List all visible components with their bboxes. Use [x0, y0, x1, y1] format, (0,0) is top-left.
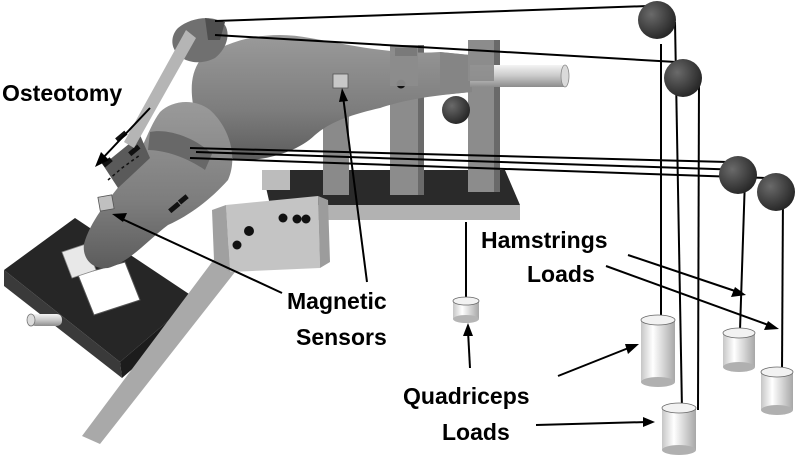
tibia-bone [83, 101, 233, 269]
hamstrings-weight-2 [760, 366, 794, 415]
quadriceps-strut [124, 30, 196, 148]
small-weight [452, 296, 480, 323]
pulley-ham-lower [757, 173, 795, 211]
label-quadriceps-line1: Quadriceps [403, 383, 530, 409]
label-osteotomy: Osteotomy [2, 80, 122, 106]
pulley-quad-upper [638, 1, 676, 39]
hinge-bracket [212, 196, 330, 272]
femur-clamp-posts [390, 41, 494, 86]
hamstrings-weight-1 [722, 327, 756, 372]
quadriceps-weight-upper [640, 314, 676, 387]
annotation-arrows [95, 88, 779, 427]
cables [189, 5, 784, 411]
label-hamstrings-line2: Loads [527, 261, 595, 287]
pulleys [638, 1, 795, 211]
pulley-ham-upper [719, 156, 757, 194]
pulley-quad-lower [664, 59, 702, 97]
lower-strut [82, 246, 246, 444]
weights [452, 296, 794, 455]
label-magnetic-line2: Sensors [296, 324, 387, 350]
label-hamstrings-line1: Hamstrings [481, 227, 608, 253]
label-quadriceps-line2: Loads [442, 419, 510, 445]
quadriceps-weight-lower [661, 402, 697, 455]
label-magnetic-line1: Magnetic [287, 288, 387, 314]
labels: Osteotomy Magnetic Sensors Hamstrings Lo… [2, 80, 608, 445]
